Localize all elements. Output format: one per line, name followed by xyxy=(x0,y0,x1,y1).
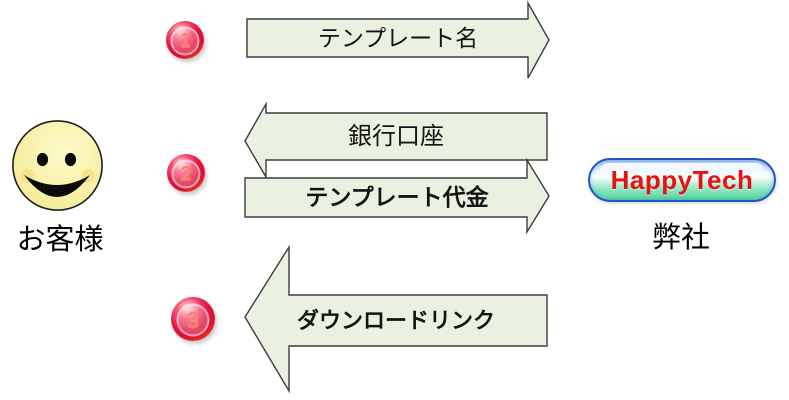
smile-mouth xyxy=(24,175,90,197)
happytech-logo-text: HappyTech xyxy=(610,165,754,195)
customer-label: お客様 xyxy=(16,224,104,256)
company-label: 弊社 xyxy=(651,222,710,254)
step-2-badge: 2 xyxy=(167,154,205,192)
step-2-number: 2 xyxy=(171,159,201,189)
arrow-right-template-name xyxy=(246,0,550,79)
arrow-label-bank-account: 銀行口座 xyxy=(348,122,444,150)
arrow-left-bank-account xyxy=(244,101,548,180)
step-3-badge: 3 xyxy=(171,297,215,341)
step-1-badge: 1 xyxy=(166,21,204,59)
arrow-label-template-name: テンプレート名 xyxy=(317,24,479,51)
arrow-label-download-link: ダウンロードリンク xyxy=(296,307,495,333)
arrow-right-template-payment xyxy=(244,157,550,235)
step-1-number: 1 xyxy=(170,26,200,56)
right-eye xyxy=(64,152,77,167)
customer-smiley-icon xyxy=(12,120,103,211)
step-3-number: 3 xyxy=(176,303,210,337)
face-circle xyxy=(12,120,103,211)
arrow-label-template-payment: テンプレート代金 xyxy=(305,184,489,210)
happytech-logo: HappyTech xyxy=(588,158,776,202)
arrow-left-download-link xyxy=(244,244,548,394)
left-eye xyxy=(36,152,49,167)
